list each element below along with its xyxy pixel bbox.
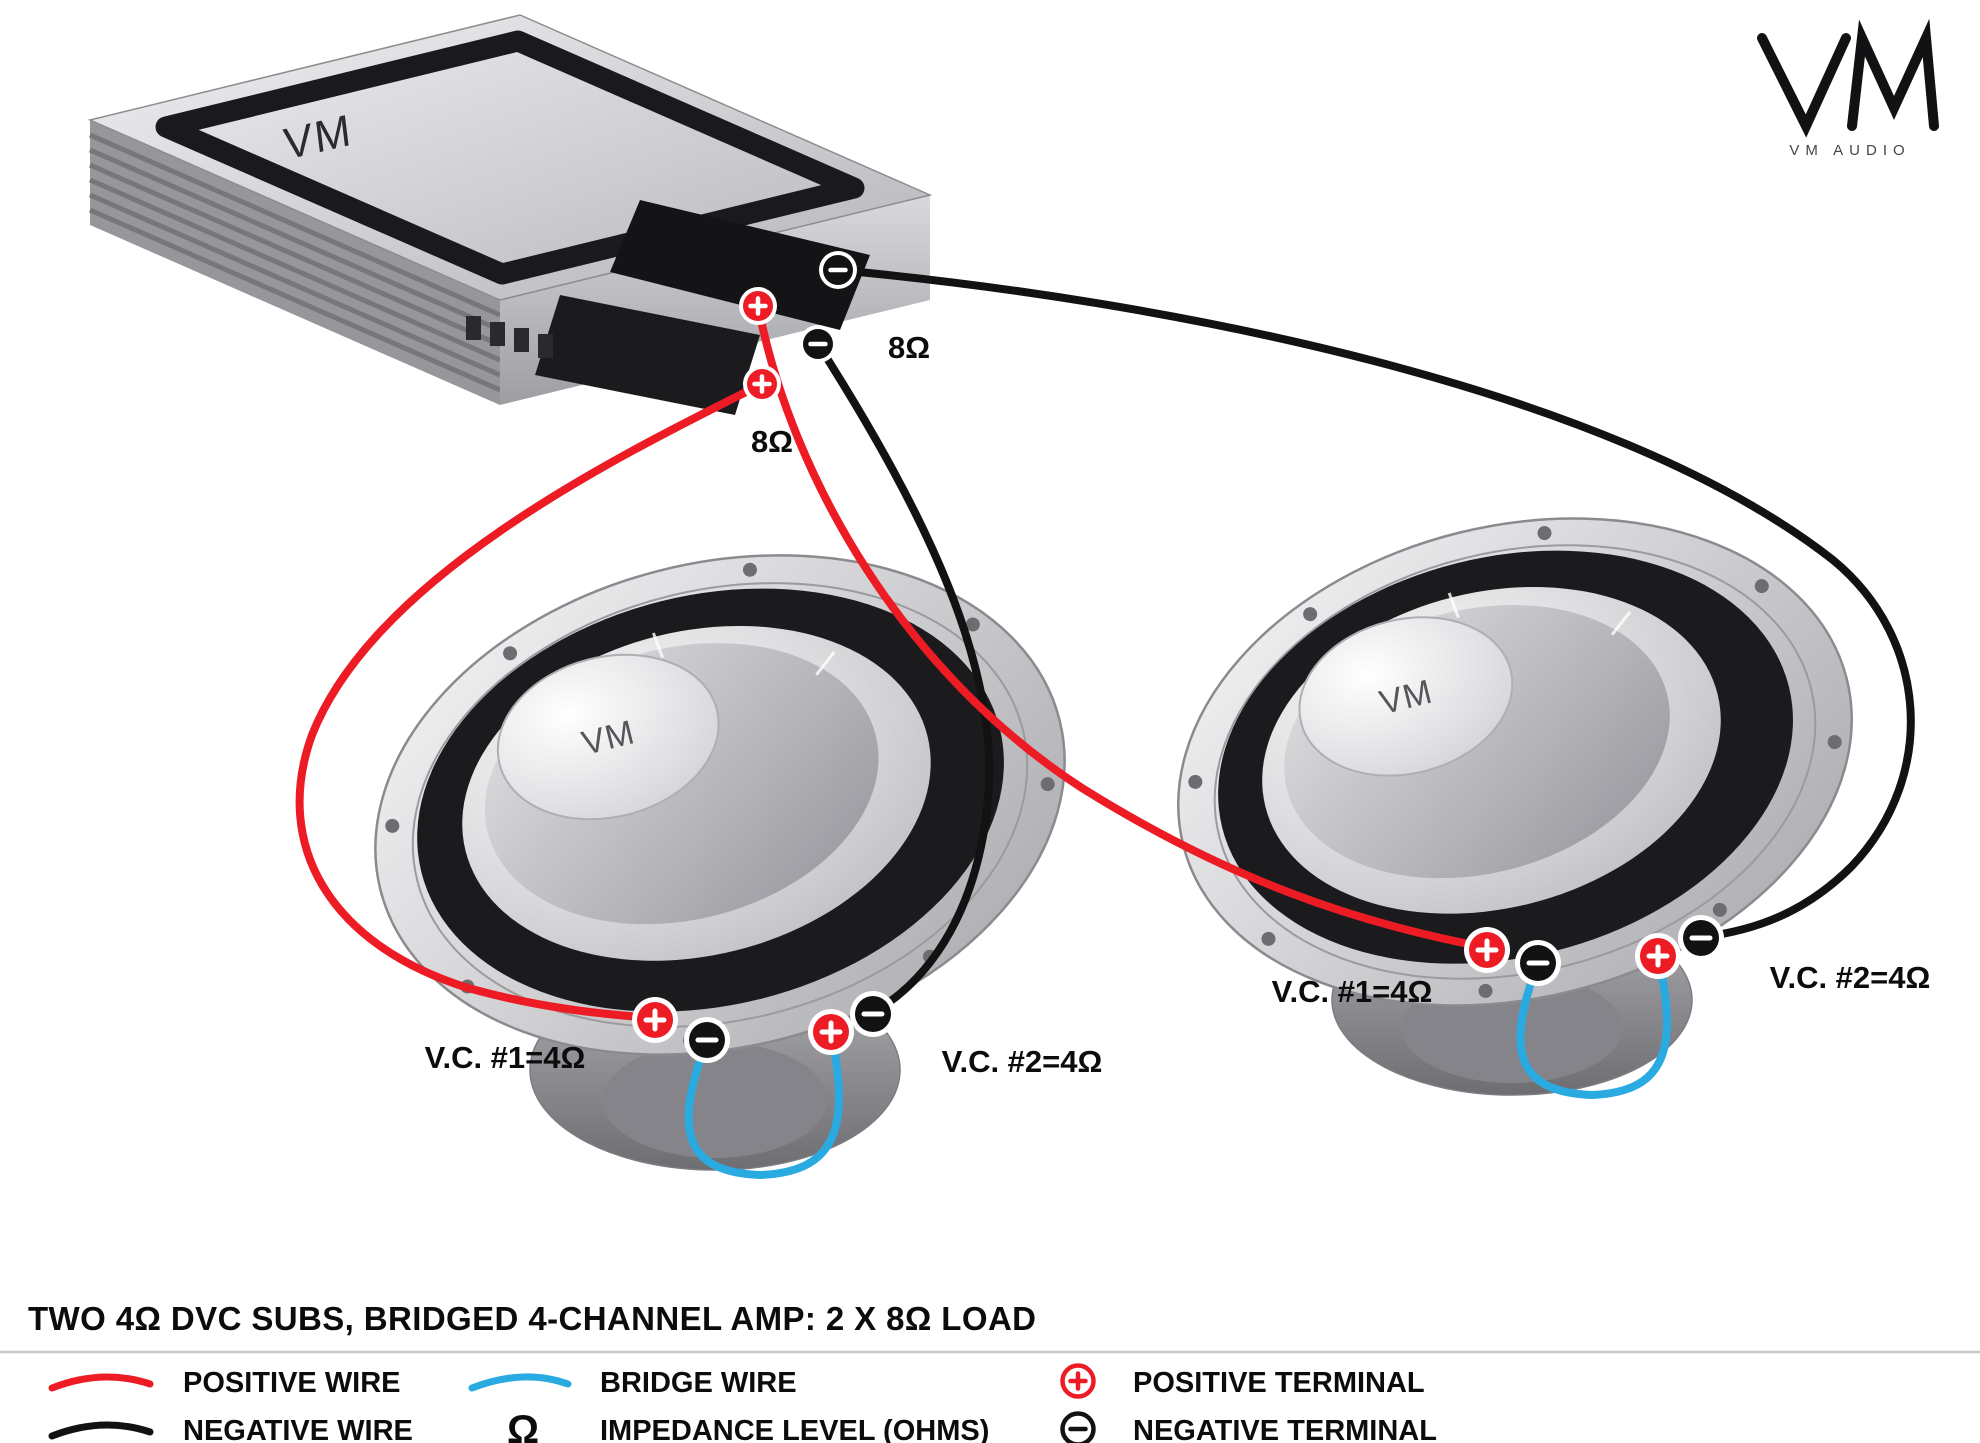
right-sub-vc2-negative-terminal	[1678, 915, 1724, 961]
plus-icon	[1646, 944, 1670, 968]
plus-icon	[1475, 938, 1499, 962]
vm-logo-subtext: VM AUDIO	[1789, 142, 1910, 159]
legend-negative-terminal-label: NEGATIVE TERMINAL	[1133, 1415, 1437, 1443]
plus-icon	[748, 296, 768, 316]
subwoofer-right: VM	[1177, 517, 1853, 1096]
vm-logo-v-mark	[1757, 33, 1851, 138]
legend-positive-wire-label: POSITIVE WIRE	[183, 1367, 401, 1399]
vm-logo-m-mark	[1847, 18, 1939, 131]
diagram-title: TWO 4Ω DVC SUBS, BRIDGED 4-CHANNEL AMP: …	[28, 1300, 1036, 1337]
left-sub-terminals: V.C. #1=4Ω V.C. #2=4Ω	[425, 991, 1103, 1079]
positive-wire-amp-to-right-sub	[754, 302, 1488, 951]
legend-impedance-label: IMPEDANCE LEVEL (OHMS)	[600, 1415, 989, 1443]
bridge-wire-left-sub	[684, 1028, 843, 1180]
subwoofer-left: VM	[374, 554, 1066, 1171]
right-sub-vc1-negative-terminal	[1515, 940, 1561, 986]
vm-audio-logo: VM AUDIO	[1757, 18, 1939, 159]
left-sub-vc2-negative-terminal	[850, 991, 896, 1037]
amp-connector-block	[535, 295, 760, 415]
left-sub-vc2-positive-terminal	[808, 1009, 854, 1055]
amp-positive-terminal-ch1	[739, 287, 777, 325]
legend-positive-terminal-label: POSITIVE TERMINAL	[1133, 1367, 1425, 1399]
left-sub-flange-rim	[411, 582, 1029, 1028]
right-sub-vc1-positive-terminal	[1464, 927, 1510, 973]
amp-negative-terminal-ch1	[819, 251, 857, 289]
left-sub-motor-pole	[603, 1042, 827, 1158]
legend-positive-terminal-icon	[1060, 1363, 1096, 1399]
legend-bridge-wire-label: BRIDGE WIRE	[600, 1367, 797, 1399]
left-sub-vc2-label: V.C. #2=4Ω	[942, 1044, 1103, 1079]
amp-impedance-bottom-label: 8Ω	[751, 424, 793, 459]
right-sub-vc1-label: V.C. #1=4Ω	[1272, 974, 1433, 1009]
left-sub-dustcap	[496, 653, 720, 821]
legend-impedance-symbol: Ω	[507, 1408, 539, 1443]
amp-terminal-recess	[610, 200, 870, 330]
left-sub-vc1-positive-terminal	[632, 997, 678, 1043]
right-sub-dustcap	[1298, 616, 1514, 777]
legend-positive-wire-sample	[48, 1373, 154, 1392]
plus-icon	[643, 1008, 667, 1032]
legend-negative-wire-sample	[48, 1421, 154, 1440]
amplifier: VM	[87, 14, 933, 415]
amp-impedance-top-label: 8Ω	[888, 330, 930, 365]
bridge-wire-right-sub	[1516, 952, 1671, 1100]
negative-wire-amp-to-right-sub	[834, 266, 1915, 941]
right-sub-vc2-positive-terminal	[1635, 933, 1681, 979]
left-sub-vc1-label: V.C. #1=4Ω	[425, 1040, 586, 1075]
amp-heatsink-fins	[88, 132, 502, 393]
legend-negative-terminal-icon	[1060, 1411, 1096, 1443]
legend-negative-wire-label: NEGATIVE WIRE	[183, 1415, 413, 1443]
amp-negative-terminal-ch2	[799, 325, 837, 363]
amp-positive-terminal-ch2	[743, 365, 781, 403]
amp-terminals: 8Ω 8Ω	[739, 251, 930, 459]
right-sub-terminals: V.C. #1=4Ω V.C. #2=4Ω	[1272, 915, 1931, 1009]
right-sub-screws	[1188, 526, 1842, 998]
amp-heatsink-face	[90, 120, 500, 405]
legend-bridge-wire-sample	[468, 1373, 572, 1392]
plus-icon	[819, 1020, 843, 1044]
amp-io-jacks	[466, 316, 553, 358]
negative-wire-amp-to-left-sub	[814, 340, 994, 1015]
amp-accent-stripe	[155, 30, 865, 285]
footer: TWO 4Ω DVC SUBS, BRIDGED 4-CHANNEL AMP: …	[0, 1300, 1980, 1443]
left-sub-vc1-negative-terminal	[684, 1017, 730, 1063]
plus-icon	[752, 374, 772, 394]
right-sub-vc2-label: V.C. #2=4Ω	[1770, 960, 1931, 995]
positive-wire-amp-to-left-sub	[295, 380, 766, 1022]
right-sub-flange-rim	[1213, 544, 1817, 980]
